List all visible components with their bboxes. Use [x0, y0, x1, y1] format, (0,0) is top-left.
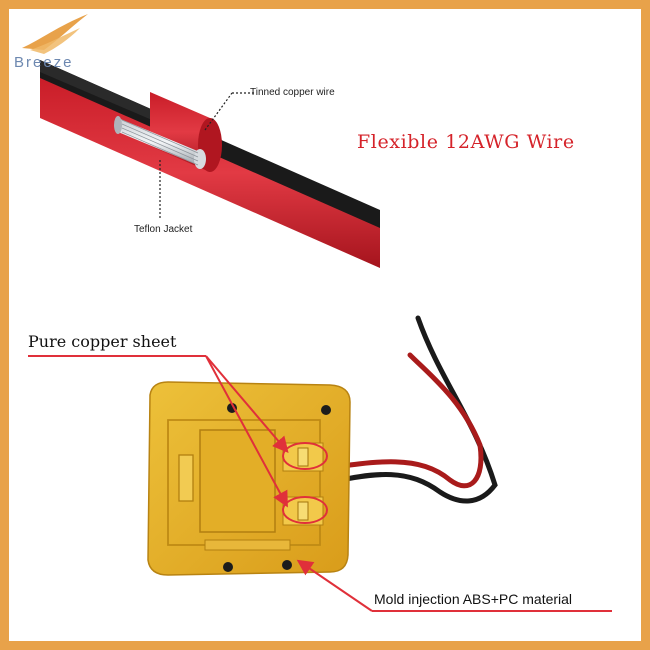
label-mold-injection: Mold injection ABS+PC material: [374, 591, 573, 607]
copper-arrow-lower: [205, 355, 288, 508]
mold-arrow: [296, 559, 373, 612]
wing-icon: [22, 14, 88, 54]
wire-cross-section: [40, 60, 380, 268]
brand-name: Breeze: [14, 54, 74, 71]
wire-title: Flexible 12AWG Wire: [357, 131, 575, 153]
label-teflon-jacket: Teflon Jacket: [134, 224, 193, 235]
label-pure-copper-sheet: Pure copper sheet: [28, 332, 177, 351]
copper-arrow-upper: [205, 355, 289, 454]
battery-adapter: [147, 315, 498, 576]
label-tinned-copper-wire: Tinned copper wire: [250, 87, 335, 98]
